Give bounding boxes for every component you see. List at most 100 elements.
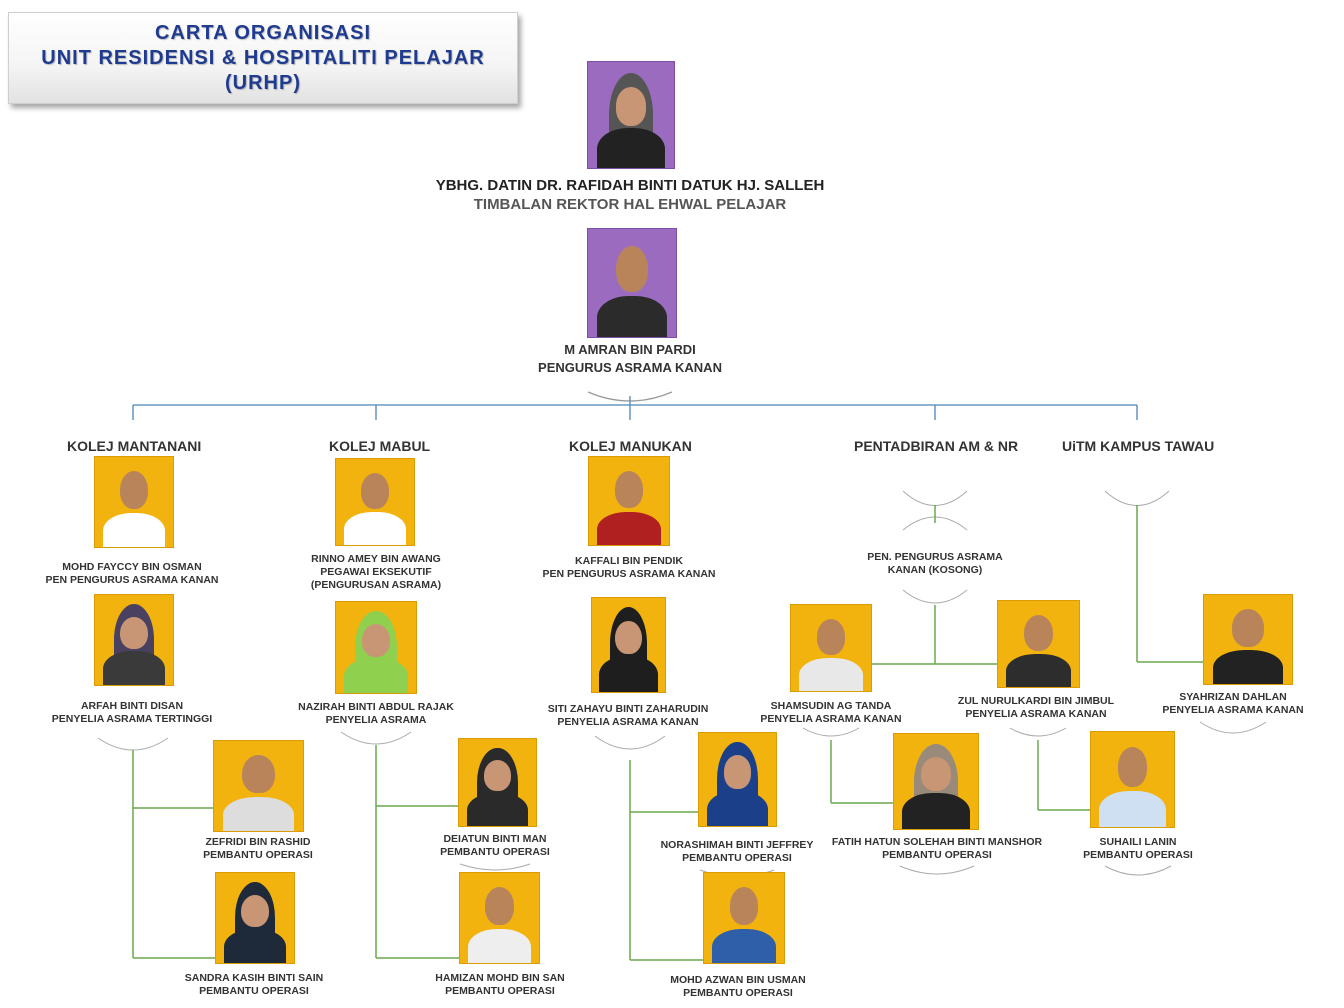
chart-title-line-2: UNIT RESIDENSI & HOSPITALITI PELAJAR — [41, 47, 485, 69]
label-fayccy: MOHD FAYCCY BIN OSMAN PEN PENGURUS ASRAM… — [32, 561, 232, 587]
label-syahrizan: SYAHRIZAN DAHLAN PENYELIA ASRAMA KANAN — [1143, 691, 1323, 717]
siti-name: SITI ZAHAYU BINTI ZAHARUDIN — [547, 703, 709, 715]
arc-arfah — [97, 737, 169, 751]
arc-pentadbiran — [902, 490, 968, 506]
suhaili-name: SUHAILI LANIN — [1099, 836, 1177, 848]
photo-timbalan-rektor — [587, 61, 675, 169]
label-deiatun: DEIATUN BINTI MAN PEMBANTU OPERASI — [405, 833, 585, 859]
photo-zefridi — [213, 740, 304, 832]
photo-hamizan — [459, 872, 540, 964]
photo-sandra — [215, 872, 295, 964]
green-connectors — [132, 505, 1203, 961]
rinno-name: RINNO AMEY BIN AWANG — [311, 553, 441, 565]
pen-pengurus-role: KANAN (KOSONG) — [887, 564, 983, 576]
arfah-role: PENYELIA ASRAMA TERTINGGI — [51, 713, 213, 725]
top-leader-name: YBHG. DATIN DR. RAFIDAH BINTI DATUK HJ. … — [435, 177, 825, 194]
syahrizan-name: SYAHRIZAN DAHLAN — [1179, 691, 1287, 703]
label-hamizan: HAMIZAN MOHD BIN SAN PEMBANTU OPERASI — [410, 972, 590, 998]
rinno-role: PEGAWAI EKSEKUTIF — [320, 566, 432, 578]
photo-nazirah — [335, 601, 417, 694]
deiatun-role: PEMBANTU OPERASI — [440, 846, 550, 858]
suhaili-role: PEMBANTU OPERASI — [1083, 849, 1193, 861]
fatih-name: FATIH HATUN SOLEHAH BINTI MANSHOR — [831, 836, 1043, 848]
department-kolej-mabul: KOLEJ MABUL — [329, 438, 431, 454]
label-pen-pengurus-kosong: PEN. PENGURUS ASRAMA KANAN (KOSONG) — [845, 551, 1025, 577]
manager-name: M AMRAN BIN PARDI — [564, 342, 696, 357]
zefridi-name: ZEFRIDI BIN RASHID — [205, 836, 311, 848]
label-suhaili: SUHAILI LANIN PEMBANTU OPERASI — [1048, 836, 1228, 862]
shamsudin-name: SHAMSUDIN AG TANDA — [770, 700, 892, 712]
fayccy-name: MOHD FAYCCY BIN OSMAN — [62, 561, 202, 573]
chart-title-box: CARTA ORGANISASI UNIT RESIDENSI & HOSPIT… — [8, 12, 518, 104]
top-leader-role: TIMBALAN REKTOR HAL EHWAL PELAJAR — [473, 196, 787, 213]
fatih-role: PEMBANTU OPERASI — [882, 849, 992, 861]
deiatun-name: DEIATUN BINTI MAN — [443, 833, 547, 845]
kaffali-name: KAFFALI BIN PENDIK — [575, 555, 683, 567]
zefridi-role: PEMBANTU OPERASI — [203, 849, 313, 861]
arfah-name: ARFAH BINTI DISAN — [80, 700, 184, 712]
zul-role: PENYELIA ASRAMA KANAN — [965, 708, 1107, 720]
department-pentadbiran: PENTADBIRAN AM & NR — [854, 438, 1019, 454]
nazirah-role: PENYELIA ASRAMA — [325, 714, 427, 726]
label-norashimah: NORASHIMAH BINTI JEFFREY PEMBANTU OPERAS… — [637, 839, 837, 865]
photo-manager — [587, 228, 677, 338]
arc-syahrizan — [1199, 721, 1267, 734]
label-rinno: RINNO AMEY BIN AWANG PEGAWAI EKSEKUTIF (… — [276, 553, 476, 592]
label-arfah: ARFAH BINTI DISAN PENYELIA ASRAMA TERTIN… — [32, 700, 232, 726]
kaffali-role: PEN PENGURUS ASRAMA KANAN — [542, 568, 716, 580]
label-kaffali: KAFFALI BIN PENDIK PEN PENGURUS ASRAMA K… — [529, 555, 729, 581]
photo-azwan — [703, 872, 785, 964]
photo-shamsudin — [790, 604, 872, 692]
arc-deiatun — [459, 863, 531, 871]
arc-kosong-bottom — [902, 589, 968, 604]
label-fatih: FATIH HATUN SOLEHAH BINTI MANSHOR PEMBAN… — [822, 836, 1052, 862]
norashimah-name: NORASHIMAH BINTI JEFFREY — [660, 839, 814, 851]
label-zefridi: ZEFRIDI BIN RASHID PEMBANTU OPERASI — [168, 836, 348, 862]
arc-zul — [1009, 727, 1067, 737]
photo-deiatun — [458, 738, 537, 827]
label-shamsudin: SHAMSUDIN AG TANDA PENYELIA ASRAMA KANAN — [741, 700, 921, 726]
chart-title-line-3: (URHP) — [225, 72, 301, 94]
rinno-role-2: (PENGURUSAN ASRAMA) — [310, 579, 442, 591]
photo-syahrizan — [1203, 594, 1293, 685]
department-kolej-manukan: KOLEJ MANUKAN — [569, 438, 692, 454]
photo-arfah — [94, 594, 174, 686]
photo-suhaili — [1090, 731, 1175, 828]
zul-name: ZUL NURULKARDI BIN JIMBUL — [957, 695, 1115, 707]
sandra-role: PEMBANTU OPERASI — [199, 985, 309, 997]
photo-rinno — [335, 458, 415, 546]
top-leader-label: YBHG. DATIN DR. RAFIDAH BINTI DATUK HJ. … — [380, 176, 880, 214]
azwan-role: PEMBANTU OPERASI — [683, 987, 793, 999]
blue-connectors — [132, 391, 1138, 420]
label-siti: SITI ZAHAYU BINTI ZAHARUDIN PENYELIA ASR… — [528, 703, 728, 729]
label-zul: ZUL NURULKARDI BIN JIMBUL PENYELIA ASRAM… — [936, 695, 1136, 721]
arc-tawau — [1104, 490, 1170, 506]
hamizan-role: PEMBANTU OPERASI — [445, 985, 555, 997]
siti-role: PENYELIA ASRAMA KANAN — [557, 716, 699, 728]
manager-role: PENGURUS ASRAMA KANAN — [538, 360, 722, 375]
syahrizan-role: PENYELIA ASRAMA KANAN — [1162, 704, 1304, 716]
department-uitm-tawau: UiTM KAMPUS TAWAU — [1062, 438, 1215, 454]
photo-fatih — [893, 733, 979, 830]
azwan-name: MOHD AZWAN BIN USMAN — [670, 974, 806, 986]
arc-fatih — [899, 865, 975, 875]
nazirah-name: NAZIRAH BINTI ABDUL RAJAK — [298, 701, 454, 713]
label-azwan: MOHD AZWAN BIN USMAN PEMBANTU OPERASI — [638, 974, 838, 1000]
photo-kaffali — [588, 456, 670, 546]
norashimah-role: PEMBANTU OPERASI — [682, 852, 792, 864]
photo-norashimah — [698, 732, 777, 827]
sandra-name: SANDRA KASIH BINTI SAIN — [184, 972, 324, 984]
arc-nazirah — [340, 731, 412, 745]
arc-suhaili — [1104, 865, 1172, 876]
photo-siti — [591, 597, 666, 693]
photo-zul — [997, 600, 1080, 688]
chart-title-line-1: CARTA ORGANISASI — [155, 22, 371, 44]
arc-shamsudin — [802, 727, 860, 737]
label-sandra: SANDRA KASIH BINTI SAIN PEMBANTU OPERASI — [164, 972, 344, 998]
photo-fayccy — [94, 456, 174, 548]
arc-siti — [594, 735, 666, 750]
manager-label: M AMRAN BIN PARDI PENGURUS ASRAMA KANAN — [480, 341, 780, 377]
department-kolej-mantanani: KOLEJ MANTANANI — [67, 438, 202, 454]
hamizan-name: HAMIZAN MOHD BIN SAN — [435, 972, 565, 984]
